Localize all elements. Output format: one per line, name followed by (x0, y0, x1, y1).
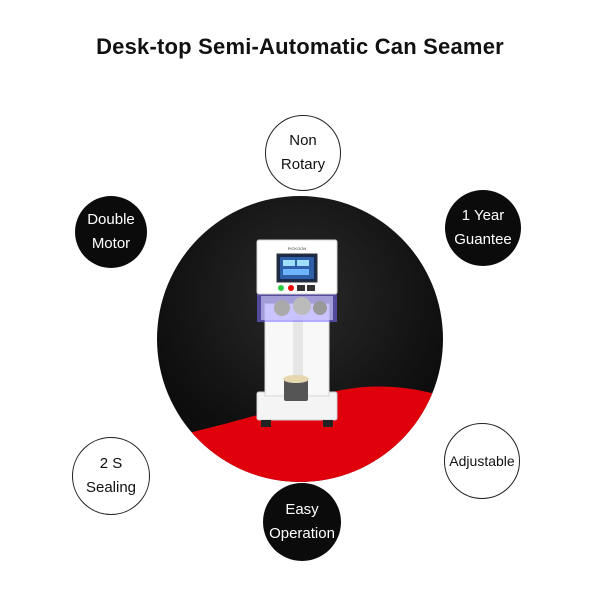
brand-label: PICKOON (288, 246, 307, 251)
feature-line-2: Rotary (280, 156, 326, 173)
can-seamer-illustration: PICKOON (157, 239, 443, 482)
feature-badge-2s-sealing: 2 S Sealing (72, 437, 150, 515)
feature-badge-double-motor: Double Motor (75, 196, 147, 268)
feature-line-1: 1 Year (461, 207, 505, 224)
feature-badge-non-rotary: Non Rotary (265, 115, 341, 191)
feature-badge-easy-operation: Easy Operation (263, 483, 341, 561)
feature-line-2: Operation (269, 525, 335, 542)
feature-badge-adjustable: Adjustable (444, 423, 520, 499)
red-wave (157, 386, 443, 482)
page-title: Desk-top Semi-Automatic Can Seamer (96, 34, 504, 59)
feature-line-2: Guantee (454, 231, 512, 248)
feature-line-1: Easy (285, 501, 319, 518)
feature-line-1: Double (87, 211, 135, 228)
feature-line-1: Non (289, 132, 317, 149)
feature-line-2: Motor (91, 235, 131, 252)
product-hero-circle: PICKOON (157, 196, 443, 482)
feature-badge-1-year-guarantee: 1 Year Guantee (445, 190, 521, 266)
feature-line-1: Adjustable (449, 453, 515, 469)
feature-line-2: Sealing (85, 479, 137, 496)
feature-line-1: 2 S (99, 455, 123, 472)
